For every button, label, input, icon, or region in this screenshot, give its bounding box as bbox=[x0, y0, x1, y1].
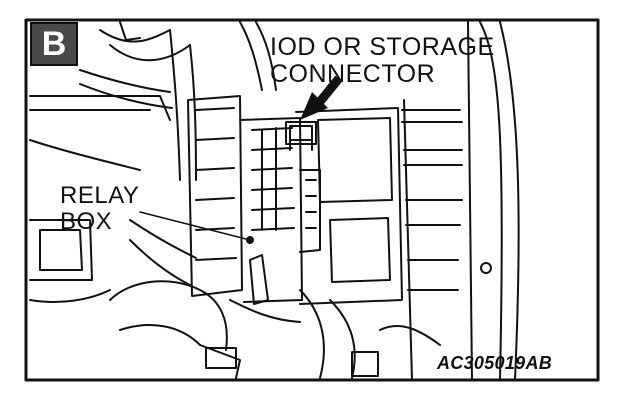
figure-code: AC305019AB bbox=[437, 353, 553, 373]
iod-connector bbox=[285, 121, 317, 151]
callout-relay-line-1: RELAY bbox=[60, 182, 140, 209]
arrow-icon bbox=[300, 75, 343, 120]
lower-harness bbox=[109, 219, 441, 379]
callout-relay-box: RELAY BOX bbox=[60, 183, 139, 235]
figure-frame bbox=[24, 18, 600, 382]
relay-box-leader bbox=[139, 211, 251, 241]
callout-iod-line-2: CONNECTOR bbox=[270, 60, 436, 88]
left-structure bbox=[29, 95, 171, 303]
callout-iod-line-1: IOD OR STORAGE bbox=[270, 33, 495, 61]
fender-panel bbox=[401, 21, 520, 381]
callout-iod-connector: IOD OR STORAGE CONNECTOR bbox=[270, 34, 495, 88]
callout-relay-line-2: BOX bbox=[60, 208, 113, 235]
upper-hoses bbox=[79, 21, 277, 181]
panel-letter: B bbox=[41, 25, 67, 63]
relay-box bbox=[187, 95, 403, 305]
panel-badge: B bbox=[30, 22, 78, 66]
